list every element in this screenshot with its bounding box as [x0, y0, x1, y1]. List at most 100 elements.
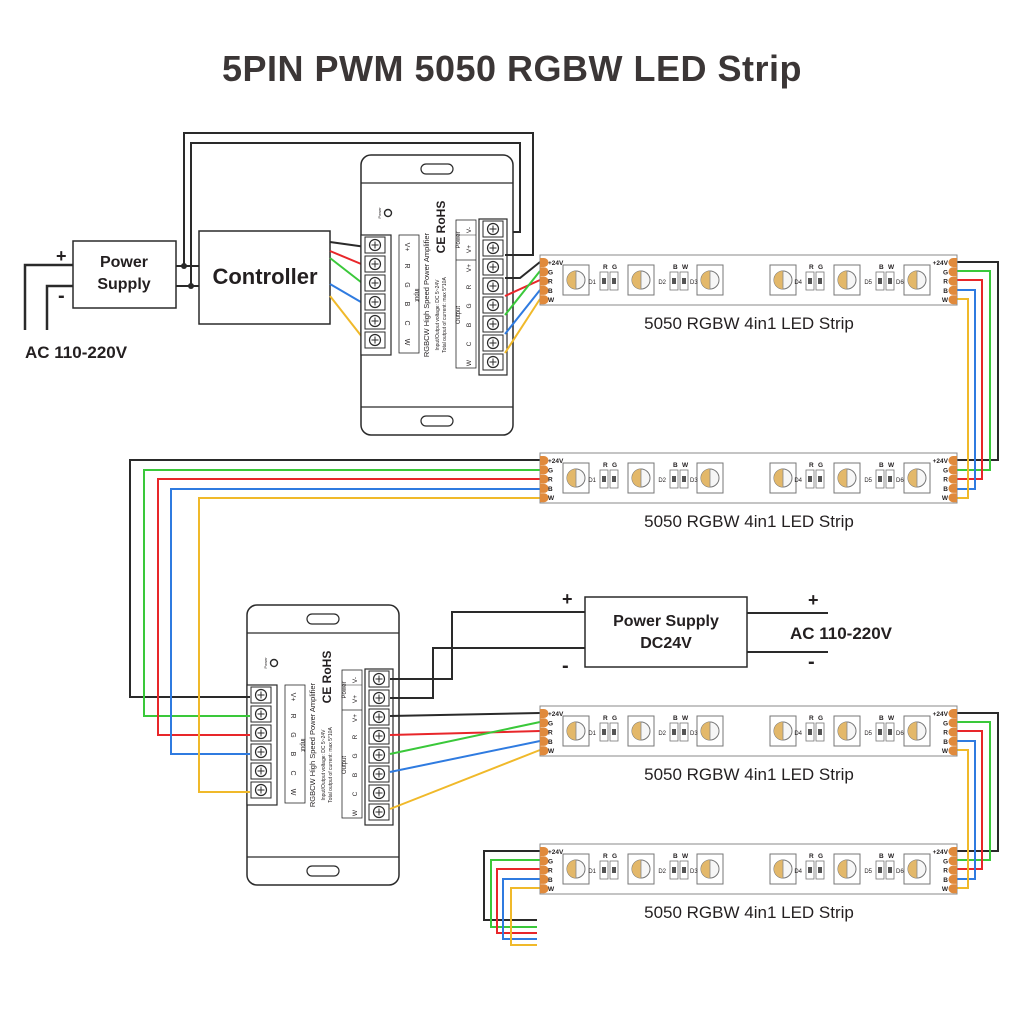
resistor-label: B: [879, 264, 884, 271]
resistor-core: [612, 729, 616, 735]
input-pin-label: R: [289, 713, 296, 718]
amp-spec-1: Input/Output voltage: DC 5~24V: [435, 279, 441, 351]
pin-label-right: B: [943, 739, 948, 746]
solder-pad-right: [948, 276, 957, 286]
pin-label-right: W: [942, 886, 949, 893]
led-warm-half: [701, 271, 710, 289]
resistor-label: R: [603, 715, 608, 722]
amp-name: RGBCW High Speed Power Amplifier: [422, 232, 431, 357]
led-chip: [696, 853, 724, 885]
solder-pad-left: [540, 493, 549, 503]
pin-label-left: G: [548, 720, 553, 727]
led-chip: [627, 853, 655, 885]
solder-pad-right: [948, 746, 957, 756]
mounting-slot: [420, 163, 454, 175]
input-pin-label: C: [403, 320, 410, 325]
led-chip: [833, 462, 861, 494]
output-pin-label: V-: [466, 227, 473, 233]
led-warm-half: [632, 722, 641, 740]
pin-label-left: +24V: [548, 260, 564, 267]
input-label-table: [398, 234, 420, 354]
output-pin-label: G: [352, 753, 359, 758]
pin-label-left: R: [548, 868, 553, 875]
resistor-label: W: [682, 462, 689, 469]
resistor-core: [602, 476, 606, 482]
led-chip: [833, 715, 861, 747]
input-header: Input: [299, 738, 305, 752]
solder-pad-right: [948, 874, 957, 884]
pin-label-right: +24V: [933, 711, 949, 718]
resistor-label: R: [603, 264, 608, 271]
resistor-label: G: [818, 462, 823, 469]
diode-label: D3: [690, 280, 698, 286]
pin-label-right: G: [943, 858, 948, 865]
solder-pad-left: [540, 884, 549, 894]
power-header: Power: [456, 231, 462, 248]
resistor-core: [602, 278, 606, 284]
input-pin-label: W: [289, 789, 296, 796]
diode-label: D6: [896, 731, 904, 737]
solder-pad-left: [540, 295, 549, 305]
led-warm-half: [632, 469, 641, 487]
power-supply-1: [72, 240, 177, 309]
ac-label-1: AC 110-220V: [25, 343, 128, 362]
amp-spec-2: Total output of current: max 5*10A: [328, 727, 334, 803]
pin-label-right: R: [943, 868, 948, 875]
led-warm-half: [908, 860, 917, 878]
solder-pad-right: [948, 474, 957, 484]
diode-label: D5: [864, 869, 872, 875]
diode-label: D4: [794, 280, 802, 286]
resistor-label: R: [809, 264, 814, 271]
resistor-core: [808, 476, 812, 482]
output-pin-label: V+: [352, 714, 359, 722]
led-warm-half: [567, 271, 576, 289]
resistor-label: G: [818, 264, 823, 271]
resistor-label: B: [879, 853, 884, 860]
pin-label-left: W: [548, 748, 555, 755]
pin-label-left: +24V: [548, 711, 564, 718]
diode-label: D3: [690, 478, 698, 484]
led-chip: [769, 264, 797, 296]
led-warm-half: [838, 860, 847, 878]
ps2-ac-minus: -: [808, 651, 815, 673]
led-chip: [769, 462, 797, 494]
resistor-core: [602, 729, 606, 735]
led-warm-half: [701, 860, 710, 878]
led-chip: [696, 264, 724, 296]
resistor-label: G: [612, 715, 617, 722]
resistor-label: B: [879, 462, 884, 469]
ps1-label-line1: Power: [100, 254, 148, 271]
output-pin-label: W: [466, 359, 473, 366]
led-warm-half: [567, 860, 576, 878]
resistor-core: [888, 867, 892, 873]
pin-label-right: W: [942, 297, 949, 304]
pin-label-right: R: [943, 279, 948, 286]
resistor-core: [808, 867, 812, 873]
power-supply-2: [584, 596, 748, 668]
resistor-label: G: [612, 853, 617, 860]
resistor-core: [888, 278, 892, 284]
strip-label: 5050 RGBW 4in1 LED Strip: [644, 903, 854, 922]
led-chip: [627, 462, 655, 494]
resistor-core: [818, 278, 822, 284]
strip1-to-strip2-wires: [957, 261, 999, 499]
led-warm-half: [632, 860, 641, 878]
resistor-label: R: [809, 462, 814, 469]
resistor-label: W: [888, 462, 895, 469]
output-pin-label: B: [466, 323, 473, 327]
ps1-plus-sign: +: [56, 246, 67, 266]
resistor-label: R: [603, 462, 608, 469]
solder-pad-right: [948, 267, 957, 277]
brand-name: Power: [377, 207, 382, 219]
